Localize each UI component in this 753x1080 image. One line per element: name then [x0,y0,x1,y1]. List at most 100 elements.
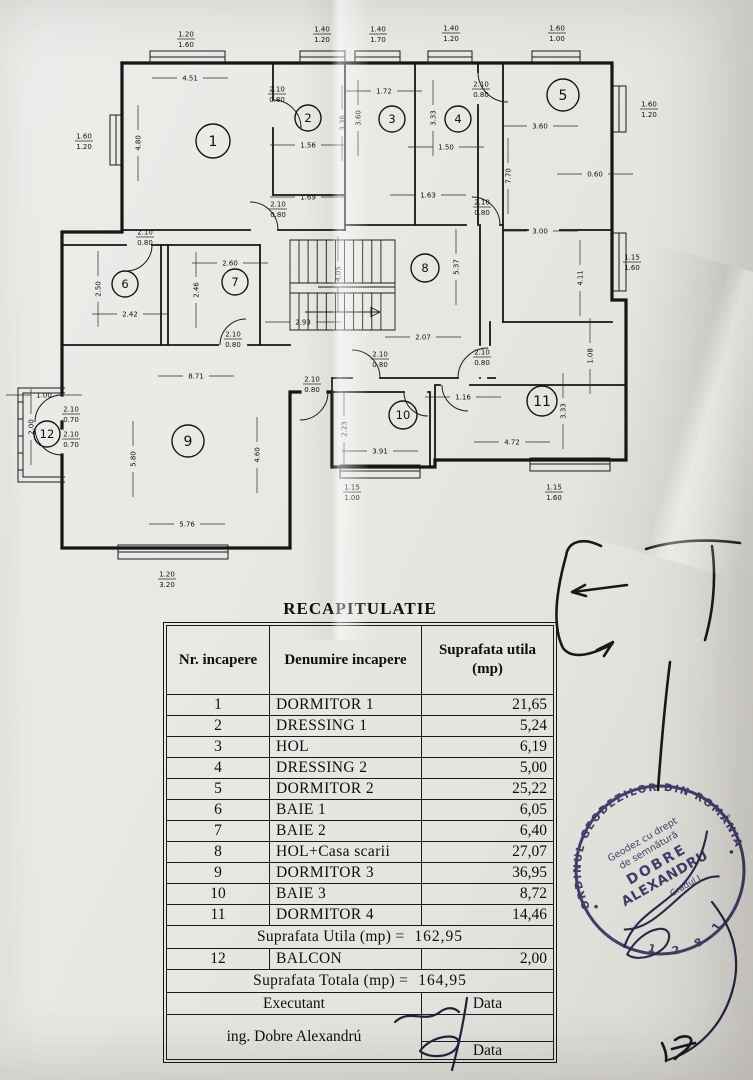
header-nr: Nr. incapere [166,625,270,695]
suprafata-utila-cell: Suprafata Utila (mp) =162,95 [166,925,554,949]
window [117,544,229,560]
opening-dim-label: 1.401.70 [369,26,387,44]
stair-direction-arrow [305,306,382,318]
svg-text:2.60: 2.60 [222,260,238,268]
cell-area: 36,95 [421,862,554,884]
room-circle [111,270,139,298]
svg-text:3.60: 3.60 [532,123,548,131]
recap-table-frame: Nr. incapere Denumire incapere Suprafata… [163,622,557,1063]
stamp-signature-loop [626,927,671,959]
cell-area: 25,22 [421,778,554,800]
svg-text:2.50: 2.50 [95,281,103,297]
room-number: 9 [184,434,193,450]
dimension-label: 7.70 [505,138,513,214]
stair-stringer [290,282,395,294]
cell-area: 5,00 [421,757,554,779]
stair-outline [289,239,396,331]
room-number: 1 [209,134,218,150]
opening-dim-label: 2.100.80 [269,201,287,219]
opening-dim-label: 2.100.80 [472,81,490,99]
opening-dim-label: 1.151.00 [343,484,361,502]
cell-name: BALCON [269,948,422,970]
cell-name: DORMITOR 1 [269,694,422,716]
cell-nr: 2 [166,715,270,737]
dimension-label: 1.00 [6,392,82,400]
svg-text:0.80: 0.80 [474,209,490,217]
svg-text:1.60: 1.60 [624,264,640,272]
opening-dim-label: 2.100.80 [136,229,154,247]
room-circle [221,268,249,296]
cell-nr: 5 [166,778,270,800]
opening-dim-label: 2.100.80 [224,331,242,349]
dimension-label: 4.51 [152,75,228,83]
dimension-label: 1.56 [270,142,346,150]
door-arc [249,201,279,231]
svg-text:1.15: 1.15 [546,484,562,492]
wall [60,61,334,550]
svg-text:5.80: 5.80 [130,451,138,467]
svg-text:1.56: 1.56 [300,142,316,150]
dimension-label: 2.07 [385,334,461,342]
dimension-label: 4.72 [474,439,550,447]
svg-text:2.00: 2.00 [28,419,36,435]
svg-text:1.15: 1.15 [624,254,640,262]
svg-text:2.10: 2.10 [63,406,79,414]
svg-text:2.93: 2.93 [295,319,311,327]
room-circle [33,420,61,448]
cell-nr: 10 [166,883,270,905]
room-circle [378,105,406,133]
door-arc [34,427,63,456]
cell-name: HOL+Casa scarii [269,841,422,863]
opening-dim-label: 1.151.60 [545,484,563,502]
cell-area: 6,05 [421,799,554,821]
cell-nr: 6 [166,799,270,821]
door-arc [471,196,501,226]
svg-text:1.70: 1.70 [370,36,386,44]
suprafata-totala-label: Suprafata Totala (mp) = [253,972,409,989]
room-number: 10 [396,408,411,422]
dimension-label: 5.76 [149,521,225,529]
opening-dim-label: 1.203.20 [158,571,176,589]
cell-name: BAIE 1 [269,799,422,821]
svg-text:2.10: 2.10 [270,201,286,209]
dimension-label: 2.93 [265,319,341,327]
door-arc [299,391,329,421]
executant-row: Executant Data [166,992,554,1015]
dimension-label: 3.60 [502,123,578,131]
svg-text:3.33: 3.33 [560,403,568,419]
window [354,50,401,64]
exterior-walls [60,61,628,550]
dimension-label: 3.91 [342,448,418,456]
svg-text:4.51: 4.51 [182,75,198,83]
dimension-label: 1.08 [587,318,595,394]
data-label-bottom: Data [472,1042,503,1059]
svg-text:1.20: 1.20 [76,143,92,151]
balcony-railing [17,387,65,483]
opening-dim-label: 2.100.80 [268,86,286,104]
window [149,50,226,64]
suprafata-utila-label: Suprafata Utila (mp) = [256,928,405,945]
svg-text:3.91: 3.91 [372,448,388,456]
svg-text:0.80: 0.80 [137,239,153,247]
cell-area: 6,40 [421,820,554,842]
svg-text:2.10: 2.10 [304,376,320,384]
dimension-label: 1.50 [408,144,484,152]
wall [160,244,261,346]
header-row: Nr. incapere Denumire incapere Suprafata… [166,625,554,695]
recap-title: RECAPITULATIE [283,599,437,618]
cell-nr: 12 [166,948,270,970]
svg-text:1.16: 1.16 [455,394,471,402]
svg-text:1.60: 1.60 [76,133,92,141]
dimension-label: 8.71 [158,373,234,381]
room-number: 11 [533,394,551,410]
room-circle [410,253,440,283]
cell-nr: 8 [166,841,270,863]
